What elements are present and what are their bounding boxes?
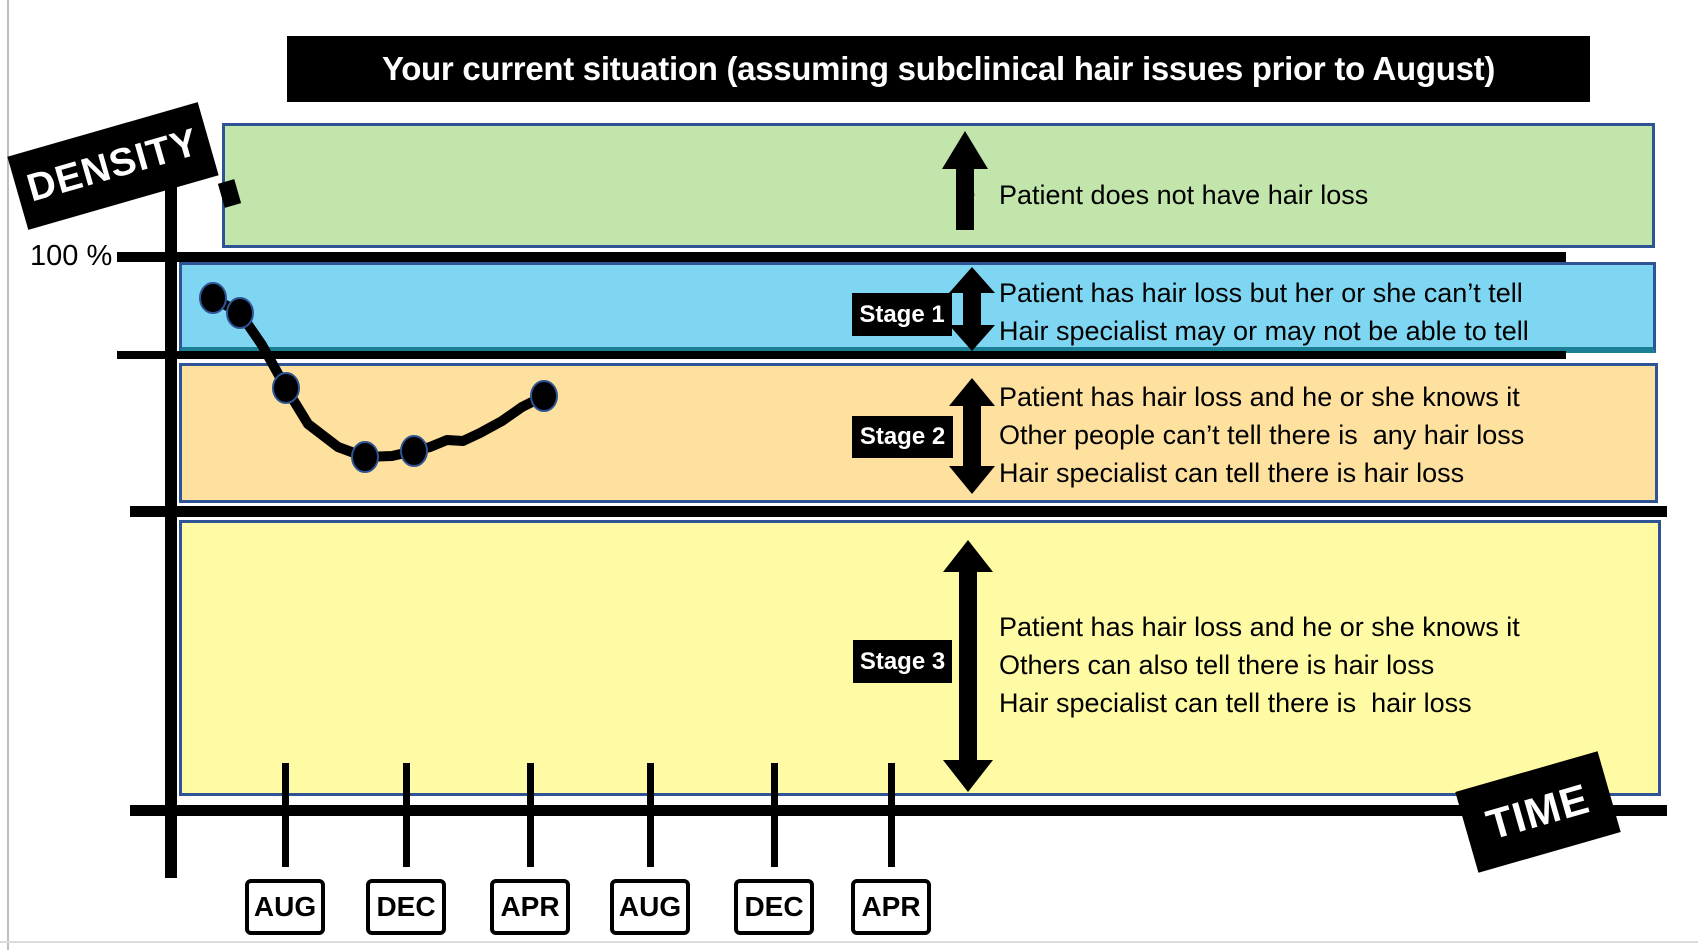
month-label-apr-1: APR: [490, 879, 570, 935]
band-no-hair-loss: [222, 123, 1655, 248]
bullet-text: Patient has hair loss and he or she know…: [999, 611, 1520, 642]
list-item: • Patient has hair loss and he or she kn…: [966, 378, 1524, 416]
list-item: • Others can also tell there is hair los…: [966, 646, 1520, 684]
month-label-aug-1: AUG: [245, 879, 325, 935]
bullet-text: Others can also tell there is hair loss: [999, 649, 1435, 680]
list-item: • Hair specialist can tell there is hair…: [966, 684, 1520, 722]
stage-3-label: Stage 3: [853, 640, 952, 683]
bullet-icon: •: [966, 687, 976, 718]
bullet-text: Other people can’t tell there is any hai…: [999, 419, 1525, 450]
y-tick-label-100: 100 %: [30, 240, 113, 272]
bullet-icon: •: [966, 381, 976, 412]
bullet-icon: •: [966, 457, 976, 488]
x-tick-1: [282, 763, 289, 867]
x-axis: [130, 805, 1667, 816]
stage-3-bullets: • Patient has hair loss and he or she kn…: [966, 608, 1520, 722]
bullet-icon: •: [966, 611, 976, 642]
list-item: • Patient has hair loss and he or she kn…: [966, 608, 1520, 646]
list-item: • Hair specialist may or may not be able…: [966, 312, 1529, 350]
x-tick-5: [771, 763, 778, 867]
stage-2-label: Stage 2: [852, 416, 953, 458]
bullet-text: Patient has hair loss and he or she know…: [999, 381, 1520, 412]
list-item: • Other people can’t tell there is any h…: [966, 416, 1524, 454]
stage-1-label: Stage 1: [852, 293, 952, 336]
y-axis-label: DENSITY: [7, 102, 219, 230]
band-no-hair-loss-bullets: • Patient does not have hair loss: [966, 173, 1368, 217]
bullet-text: Patient has hair loss but her or she can…: [999, 277, 1523, 308]
left-edge-line: [7, 0, 9, 950]
y-axis: [165, 140, 177, 878]
bullet-text: Hair specialist can tell there is hair l…: [999, 457, 1465, 488]
bullet-icon: •: [966, 179, 976, 210]
bottom-edge-line: [0, 941, 1698, 943]
bullet-text: Hair specialist may or may not be able t…: [999, 315, 1529, 346]
month-label-dec-1: DEC: [366, 879, 446, 935]
bullet-text: Hair specialist can tell there is hair l…: [999, 687, 1472, 718]
list-item: • Patient does not have hair loss: [966, 173, 1368, 217]
bullet-text: Patient does not have hair loss: [999, 179, 1369, 210]
gridline-stage3-top: [130, 506, 1667, 517]
x-tick-2: [403, 763, 410, 867]
bullet-icon: •: [966, 419, 976, 450]
gridline-100-percent: [117, 252, 1566, 262]
x-tick-3: [527, 763, 534, 867]
x-tick-6: [888, 763, 895, 867]
stage-2-bullets: • Patient has hair loss and he or she kn…: [966, 378, 1524, 492]
page-title: Your current situation (assuming subclin…: [287, 36, 1590, 102]
month-label-aug-2: AUG: [610, 879, 690, 935]
stage-1-bullets: • Patient has hair loss but her or she c…: [966, 274, 1529, 350]
x-tick-4: [647, 763, 654, 867]
month-label-apr-2: APR: [851, 879, 931, 935]
gridline-stage2-top: [117, 351, 1566, 359]
month-label-dec-2: DEC: [734, 879, 814, 935]
bullet-icon: •: [966, 649, 976, 680]
list-item: • Hair specialist can tell there is hair…: [966, 454, 1524, 492]
list-item: • Patient has hair loss but her or she c…: [966, 274, 1529, 312]
bullet-icon: •: [966, 315, 976, 346]
bullet-icon: •: [966, 277, 976, 308]
